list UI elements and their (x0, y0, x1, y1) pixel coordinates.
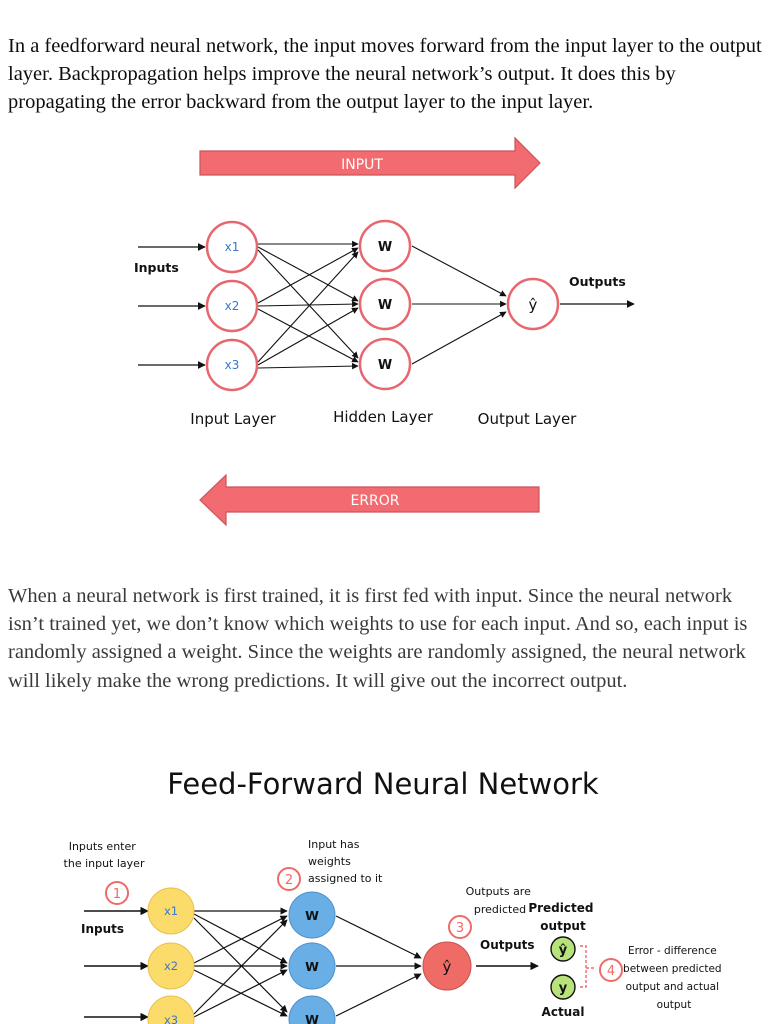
step-3-badge: 3 (448, 915, 472, 939)
svg-text:x2: x2 (225, 299, 240, 313)
inputs-label-2: Inputs (81, 922, 124, 936)
fig2-hidden-node-3: W (288, 995, 336, 1024)
step-2-badge: 2 (277, 867, 301, 891)
svg-text:W: W (378, 240, 392, 255)
note-outputs-predicted: Outputs are predicted (466, 885, 535, 916)
svg-text:ŷ: ŷ (443, 958, 452, 976)
error-arrow-label: ERROR (350, 493, 399, 509)
input-layer-label: Input Layer (190, 410, 276, 428)
svg-text:x1: x1 (225, 240, 240, 254)
svg-text:W: W (305, 908, 319, 923)
svg-text:ŷ: ŷ (559, 943, 568, 958)
svg-text:W: W (378, 298, 392, 313)
svg-text:x3: x3 (225, 358, 240, 372)
feed-forward-network-diagram: Feed-Forward Neural Network Inputs enter… (64, 767, 725, 1024)
fig2-node-x3: x3 (147, 995, 195, 1024)
predicted-output-label: Predicted output (528, 901, 597, 933)
svg-text:ŷ: ŷ (529, 296, 538, 314)
predicted-output-node: ŷ (550, 936, 576, 962)
hidden-output-connections (411, 245, 507, 365)
hidden-node-2: W (358, 277, 412, 331)
output-layer-label: Output Layer (478, 410, 578, 428)
note-inputs-enter: Inputs enter the input layer (64, 840, 145, 870)
error-bracket (580, 945, 596, 988)
fig2-hidden-output-connections (335, 915, 422, 1017)
hidden-node-1: W (358, 219, 412, 273)
fig2-input-hidden-connections (193, 907, 288, 1018)
svg-text:W: W (378, 358, 392, 373)
error-description: Error - difference between predicted out… (623, 945, 725, 1011)
error-arrow (199, 473, 540, 527)
input-arrow (199, 136, 541, 190)
hidden-layer-label: Hidden Layer (333, 408, 434, 426)
fig2-hidden-node-2: W (288, 942, 336, 990)
svg-text:4: 4 (607, 964, 615, 979)
node-x2: x2 (205, 279, 259, 333)
svg-text:x1: x1 (164, 904, 178, 918)
hidden-node-3: W (358, 337, 412, 391)
input-hidden-connections (257, 240, 359, 370)
fig2-hidden-node-1: W (288, 891, 336, 939)
svg-text:y: y (559, 981, 568, 996)
outputs-label: Outputs (569, 274, 626, 289)
intro-paragraph: In a feedforward neural network, the inp… (8, 35, 762, 114)
actual-label: Actual (542, 1005, 585, 1019)
fig2-node-x1: x1 (147, 887, 195, 935)
svg-text:W: W (305, 1012, 319, 1024)
outputs-label-2: Outputs (480, 938, 535, 952)
feedforward-backprop-diagram: INPUT Inputs Outputs x1 x2 x3 W (134, 136, 635, 527)
actual-output-node: y (550, 974, 576, 1000)
step-1-badge: 1 (105, 881, 129, 905)
svg-text:1: 1 (113, 887, 121, 902)
inputs-label: Inputs (134, 260, 179, 275)
svg-text:2: 2 (285, 873, 293, 888)
step-4-badge: 4 (599, 958, 623, 982)
input-arrow-label: INPUT (341, 157, 383, 173)
node-x1: x1 (205, 220, 259, 274)
svg-text:x3: x3 (164, 1013, 178, 1024)
output-node: ŷ (506, 277, 560, 331)
fig2-node-x2: x2 (147, 942, 195, 990)
node-x3: x3 (205, 338, 259, 392)
fig2-output-node: ŷ (422, 941, 472, 991)
svg-text:x2: x2 (164, 959, 178, 973)
svg-text:3: 3 (456, 921, 464, 936)
training-paragraph: When a neural network is first trained, … (8, 585, 748, 692)
svg-text:W: W (305, 959, 319, 974)
note-weights-assigned: Input has weights assigned to it (308, 838, 383, 885)
figure2-title: Feed-Forward Neural Network (167, 767, 599, 801)
